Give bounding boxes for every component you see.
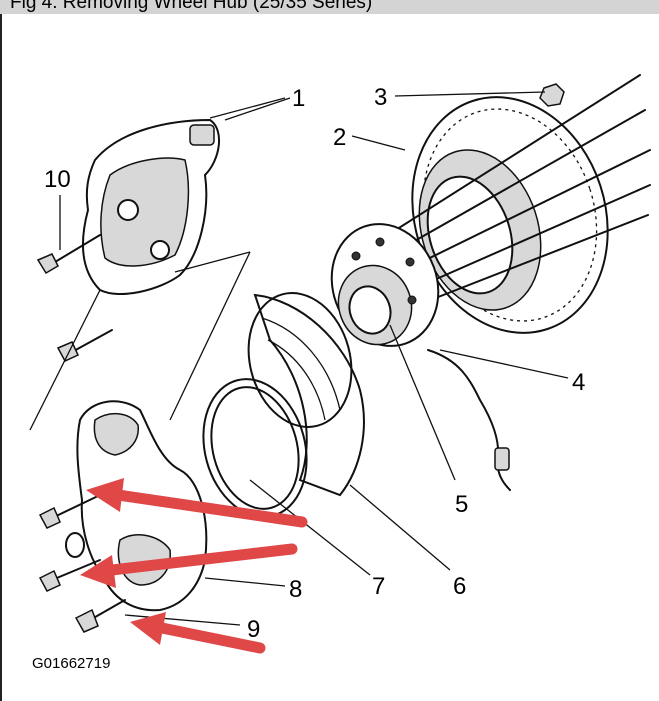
lug-nut: [539, 83, 565, 107]
callout-1: 1: [292, 85, 305, 112]
brake-rotor: [411, 96, 609, 334]
callout-8: 8: [289, 576, 302, 603]
annotation-arrow-bottom: [130, 612, 266, 654]
callout-7: 7: [372, 573, 385, 600]
knuckle-bolt-top: [38, 495, 99, 529]
annotation-arrow-middle: [80, 543, 298, 588]
caliper-bolt-lower: [56, 329, 113, 362]
knuckle-bolt-bottom: [74, 599, 126, 633]
backing-plate: [247, 292, 353, 428]
callout-10: 10: [44, 166, 71, 193]
brake-caliper: [82, 118, 221, 296]
callout-6: 6: [453, 573, 466, 600]
caliper-explosion-lines: [29, 97, 286, 431]
callout-2: 2: [333, 124, 346, 151]
annotation-arrow-top: [86, 478, 308, 528]
wheel-studs: [379, 74, 651, 311]
callout-9: 9: [247, 616, 260, 643]
caption-bar: Fig 4: Removing Wheel Hub (25/35 Series): [0, 0, 659, 14]
caliper-bolt-upper: [36, 234, 101, 275]
wheel-hub: [330, 223, 440, 347]
abs-sensor-wire: [427, 349, 511, 491]
knuckle-bolt-middle: [38, 559, 101, 592]
callout-5: 5: [455, 491, 468, 518]
callout-4: 4: [572, 369, 585, 396]
callout-leaders: [59, 91, 569, 626]
callout-3: 3: [374, 84, 387, 111]
figure-id: G01662719: [32, 655, 110, 672]
figure-caption: Fig 4: Removing Wheel Hub (25/35 Series): [10, 0, 373, 13]
splash-shield: [253, 293, 365, 497]
